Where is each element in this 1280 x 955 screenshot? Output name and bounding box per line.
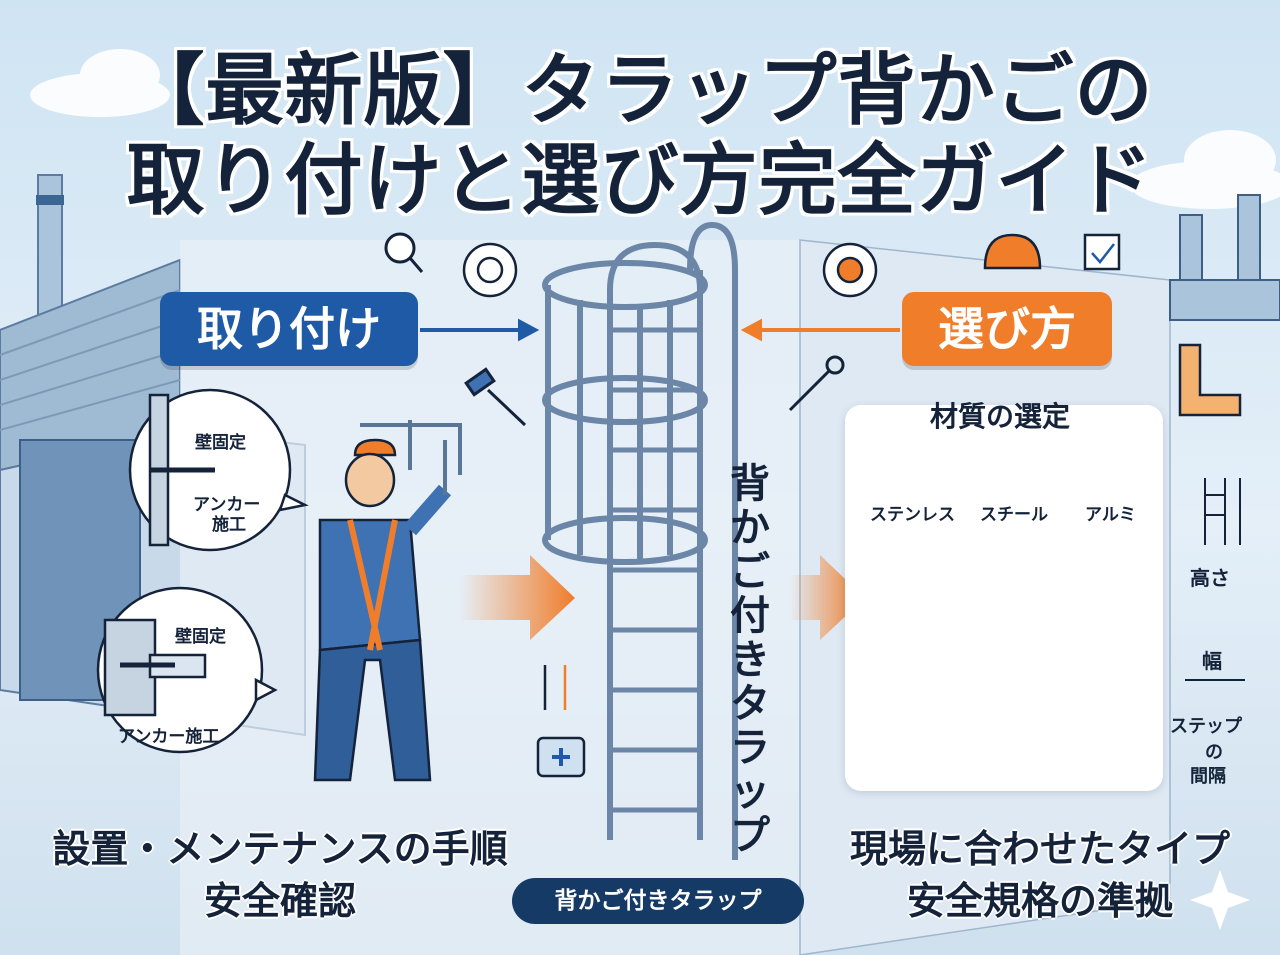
chimney-left xyxy=(36,174,64,326)
ladder-tag: 背かご付きタラップ xyxy=(512,878,804,924)
title-line-1: 【最新版】タラップ背かごの xyxy=(126,46,1154,136)
callout2-top: 壁固定 xyxy=(175,627,226,647)
material-stainless: ステンレス xyxy=(870,505,955,525)
wall-bracket xyxy=(360,420,462,495)
height-icon xyxy=(1204,478,1241,545)
hammer-icon xyxy=(464,367,527,427)
screwdriver-icon xyxy=(543,665,567,710)
material-panel xyxy=(845,405,1163,791)
sparkle-icon xyxy=(1190,870,1250,930)
callout1-bottom2: 施工 xyxy=(212,515,246,535)
arrow-to-ladder xyxy=(420,318,540,342)
first-aid-icon xyxy=(536,736,586,778)
cloud-left xyxy=(30,49,170,117)
label-step-2: の xyxy=(1205,742,1223,763)
label-height: 高さ xyxy=(1190,566,1230,590)
callout1-top: 壁固定 xyxy=(195,433,246,453)
wrench-icon xyxy=(788,355,845,412)
big-arrow-left xyxy=(460,555,865,640)
callout-1 xyxy=(128,388,309,552)
left-caption-line1: 設置・メンテナンスの手順 xyxy=(52,827,508,871)
callout-2 xyxy=(96,586,278,754)
material-aluminium: アルミ xyxy=(1085,505,1136,525)
checklist-icon xyxy=(1083,233,1121,271)
hard-hat-icon xyxy=(983,233,1042,270)
right-caption-line1: 現場に合わせたタイプ xyxy=(849,827,1230,871)
installation-pill: 取り付け xyxy=(160,292,418,366)
vertical-ladder-label: 背かご付きタラップ xyxy=(730,461,770,859)
label-step-3: 間隔 xyxy=(1190,766,1226,787)
callout1-bottom1: アンカー xyxy=(193,495,261,515)
left-caption-line2: 安全確認 xyxy=(203,879,356,923)
label-width: 幅 xyxy=(1202,649,1222,673)
callout2-bottom: アンカー施工 xyxy=(118,727,220,747)
panel-title: 材質の選定 xyxy=(930,400,1071,433)
selection-pill: 選び方 xyxy=(902,292,1112,366)
title-line-2: 取り付けと選び方完全ガイド xyxy=(126,136,1154,226)
gear-icon xyxy=(462,242,878,298)
label-step-1: ステップ xyxy=(1170,716,1242,737)
ruler-icon xyxy=(1178,343,1242,417)
magnifier-icon xyxy=(384,232,424,273)
caged-ladder xyxy=(542,221,738,860)
material-steel: スチール xyxy=(980,505,1048,525)
worker xyxy=(313,438,452,782)
right-caption-line2: 安全規格の準拠 xyxy=(906,879,1173,923)
factory-right xyxy=(1169,194,1280,321)
arrow-from-ladder xyxy=(740,318,900,342)
